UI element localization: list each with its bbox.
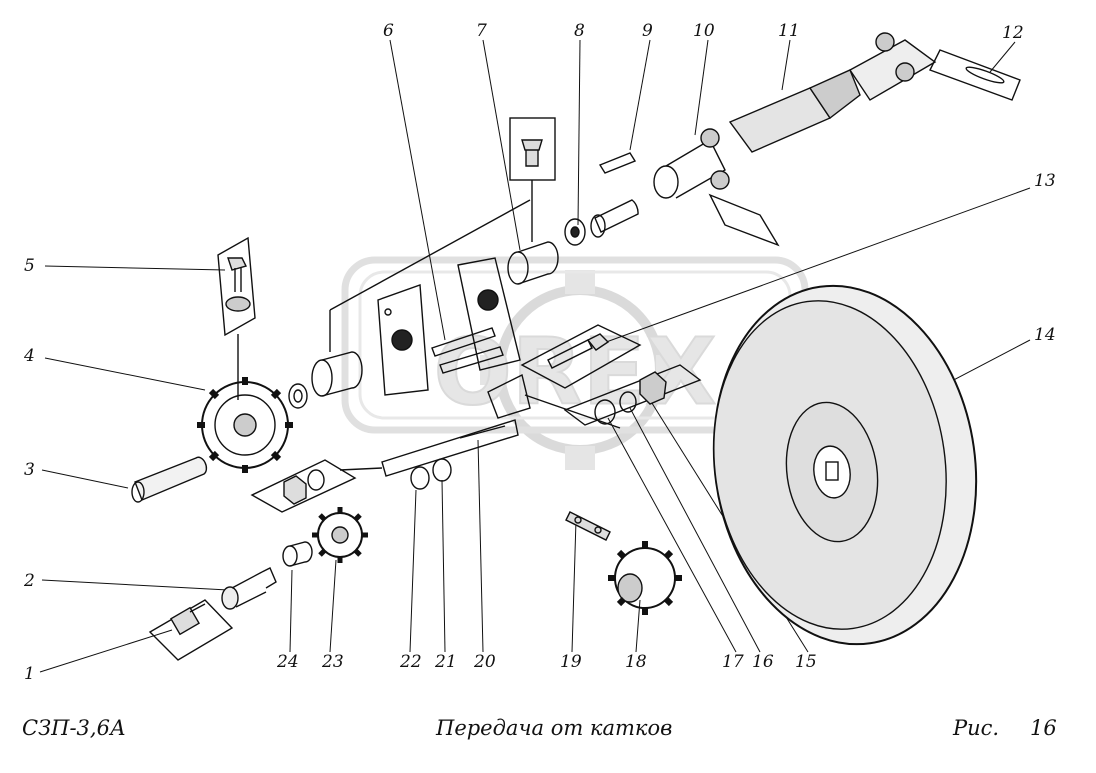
part-14-disc xyxy=(712,284,978,646)
part-13-bolt xyxy=(520,324,642,389)
callout-4: 4 xyxy=(24,346,35,366)
part-19-chain xyxy=(565,511,611,541)
callout-6: 6 xyxy=(383,21,394,41)
watermark-text: OREX xyxy=(434,318,717,425)
callout-23: 23 xyxy=(322,652,344,672)
washer-left xyxy=(288,383,308,409)
part-12-plate xyxy=(929,49,1021,101)
part-11-telescopic-shaft xyxy=(728,32,937,153)
callout-22: 22 xyxy=(400,652,422,672)
callout-13: 13 xyxy=(1034,171,1056,191)
part-2-axle-bolt xyxy=(221,567,277,610)
figure-title: Передача от катков xyxy=(436,716,673,740)
part-24-bushing xyxy=(282,541,313,567)
callout-21: 21 xyxy=(435,652,457,672)
callout-11: 11 xyxy=(778,21,800,41)
machine-model: СЗП-3,6А xyxy=(22,716,126,740)
bushing-left xyxy=(311,199,531,397)
callout-18: 18 xyxy=(625,652,647,672)
part-6-bracket xyxy=(377,284,429,396)
part-20-link xyxy=(339,419,519,477)
callout-1: 1 xyxy=(24,664,35,684)
part-3-shaft xyxy=(131,456,208,503)
callout-17: 17 xyxy=(722,652,744,672)
callout-3: 3 xyxy=(24,460,35,480)
parts-21-22-washers xyxy=(410,458,452,490)
pins xyxy=(431,327,504,374)
callout-20: 20 xyxy=(474,652,496,672)
callout-15: 15 xyxy=(795,652,817,672)
part-1-grease-nipple xyxy=(148,599,234,661)
nut-plate xyxy=(250,459,357,513)
part-18-sprocket xyxy=(608,541,682,615)
part-10-joint xyxy=(653,128,780,247)
bracket-lower xyxy=(487,373,621,429)
part-4-sprocket xyxy=(197,377,293,473)
bushing-right xyxy=(507,117,559,285)
figure-prefix: Рис. xyxy=(953,716,1000,740)
part-23-small-sprocket xyxy=(312,507,368,563)
part-7-bracket xyxy=(457,257,521,371)
callout-2: 2 xyxy=(24,571,35,591)
leader-lines xyxy=(39,39,1031,673)
callout-10: 10 xyxy=(693,21,715,41)
part-8-washer xyxy=(564,218,586,246)
callout-14: 14 xyxy=(1034,325,1056,345)
callout-16: 16 xyxy=(752,652,774,672)
callout-9: 9 xyxy=(642,21,653,41)
callout-7: 7 xyxy=(476,21,487,41)
callout-19: 19 xyxy=(560,652,582,672)
part-9-key-shaft xyxy=(590,152,639,238)
callout-24: 24 xyxy=(277,652,299,672)
figure-number: 16 xyxy=(1030,716,1057,740)
parts-15-16-17-nut-washers xyxy=(563,364,702,426)
callout-8: 8 xyxy=(574,21,585,41)
part-5-bolt-nut xyxy=(217,236,256,400)
callout-12: 12 xyxy=(1002,23,1024,43)
callout-5: 5 xyxy=(24,256,35,276)
